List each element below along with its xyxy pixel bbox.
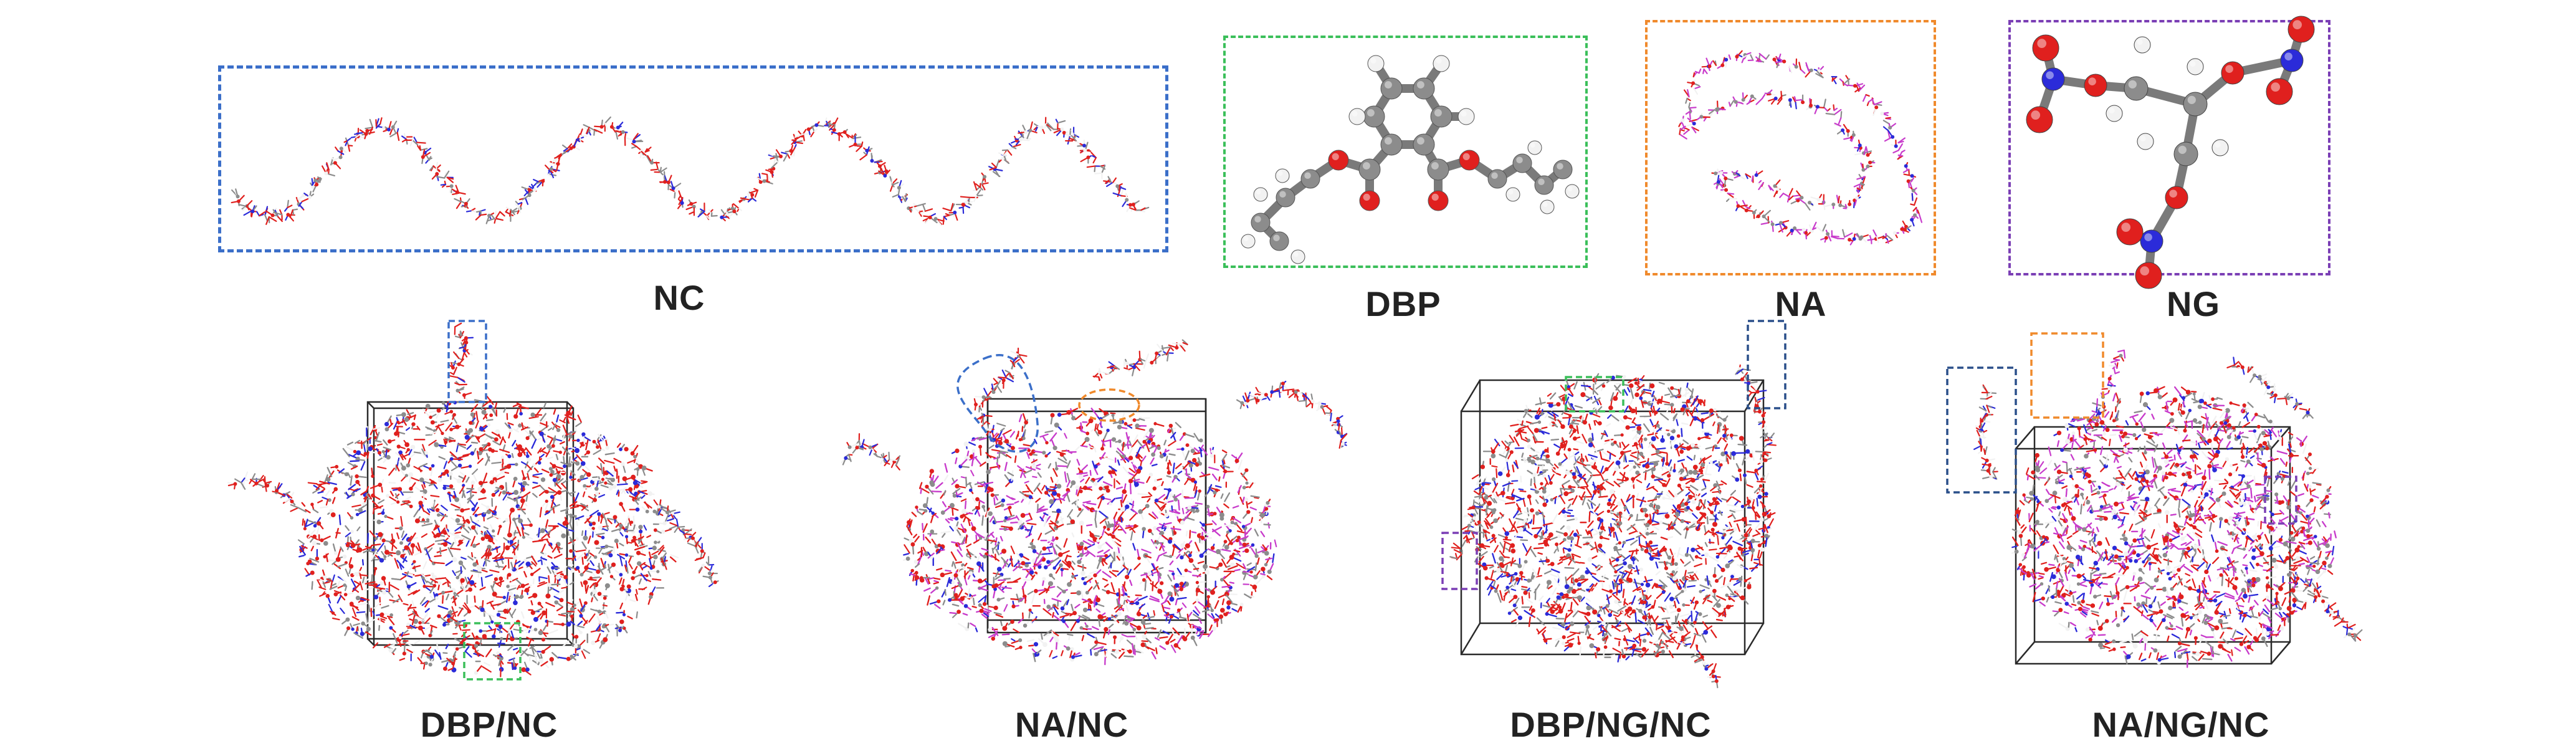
na-ng-nc-molecular-cluster — [1946, 332, 2363, 668]
dbp-ng-nc-molecular-cluster — [1441, 320, 1787, 689]
na-nc-simulation-box — [835, 337, 1352, 686]
nc-label: NC — [653, 278, 705, 317]
na-frame — [1645, 20, 1936, 275]
dbp-ball-and-stick-molecule — [1241, 55, 1580, 264]
dbp-panel — [1223, 36, 1588, 268]
na-panel — [1645, 20, 1936, 275]
dbp-ng-nc-simulation-box — [1433, 318, 1857, 692]
na-nc-label: NA/NC — [1014, 705, 1129, 744]
dbp-nc-molecular-cluster — [227, 320, 719, 681]
na-label: NA — [1775, 284, 1827, 323]
dbp-label: DBP — [1365, 284, 1441, 323]
ng-ball-and-stick-molecule — [2026, 16, 2315, 289]
na-ring-molecule — [1678, 50, 1923, 246]
dbp-nc-simulation-box — [224, 318, 742, 681]
nc-chain-molecule — [231, 116, 1150, 226]
dbp-frame — [1223, 36, 1588, 268]
ng-label: NG — [2167, 284, 2220, 323]
dbp-ng-nc-label: DBP/NG/NC — [1510, 705, 1712, 744]
na-ng-nc-simulation-box — [1938, 327, 2387, 689]
na-nc-molecular-cluster — [841, 339, 1348, 666]
ng-panel — [2008, 16, 2330, 289]
na-ng-nc-label: NA/NG/NC — [2092, 705, 2270, 744]
dbp-nc-label: DBP/NC — [420, 705, 558, 744]
nc-panel — [218, 65, 1168, 252]
nc-frame — [218, 65, 1168, 252]
ng-frame — [2008, 20, 2330, 275]
